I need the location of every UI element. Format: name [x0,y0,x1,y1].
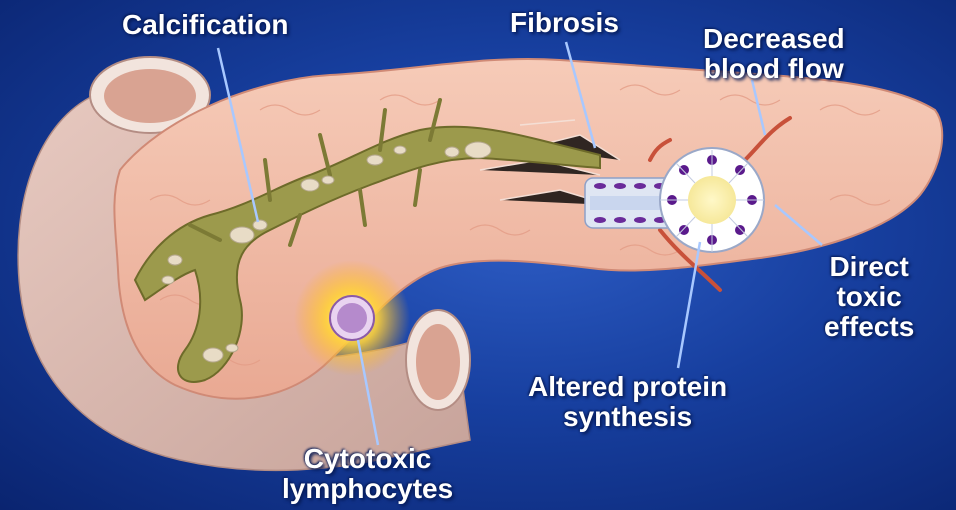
label-altered-protein-synthesis-line-2: synthesis [528,402,727,432]
label-cytotoxic-lymphocytes-line-2: lymphocytes [282,474,453,504]
duodenum-upper-lumen [104,69,196,123]
label-altered-protein-synthesis: Altered protein synthesis [528,372,727,432]
label-calcification: Calcification [122,10,288,40]
label-direct-toxic-effects-line-1: Direct [824,252,914,282]
label-direct-toxic-effects-line-2: toxic [824,282,914,312]
label-direct-toxic-effects-line-3: effects [824,312,914,342]
label-fibrosis-text: Fibrosis [510,8,619,38]
label-direct-toxic-effects: Direct toxic effects [824,252,914,342]
cytotoxic-lymphocyte [294,260,410,376]
label-decreased-blood-flow: Decreased blood flow [703,24,845,84]
label-cytotoxic-lymphocytes: Cytotoxic lymphocytes [282,444,453,504]
label-decreased-blood-flow-line-1: Decreased [703,24,845,54]
duodenum-lower-lumen [416,324,460,400]
label-decreased-blood-flow-line-2: blood flow [703,54,845,84]
label-fibrosis: Fibrosis [510,8,619,38]
acinar-lumen [688,176,736,224]
label-calcification-text: Calcification [122,10,288,40]
label-cytotoxic-lymphocytes-line-1: Cytotoxic [282,444,453,474]
lymphocyte-nucleus [337,303,367,333]
label-altered-protein-synthesis-line-1: Altered protein [528,372,727,402]
